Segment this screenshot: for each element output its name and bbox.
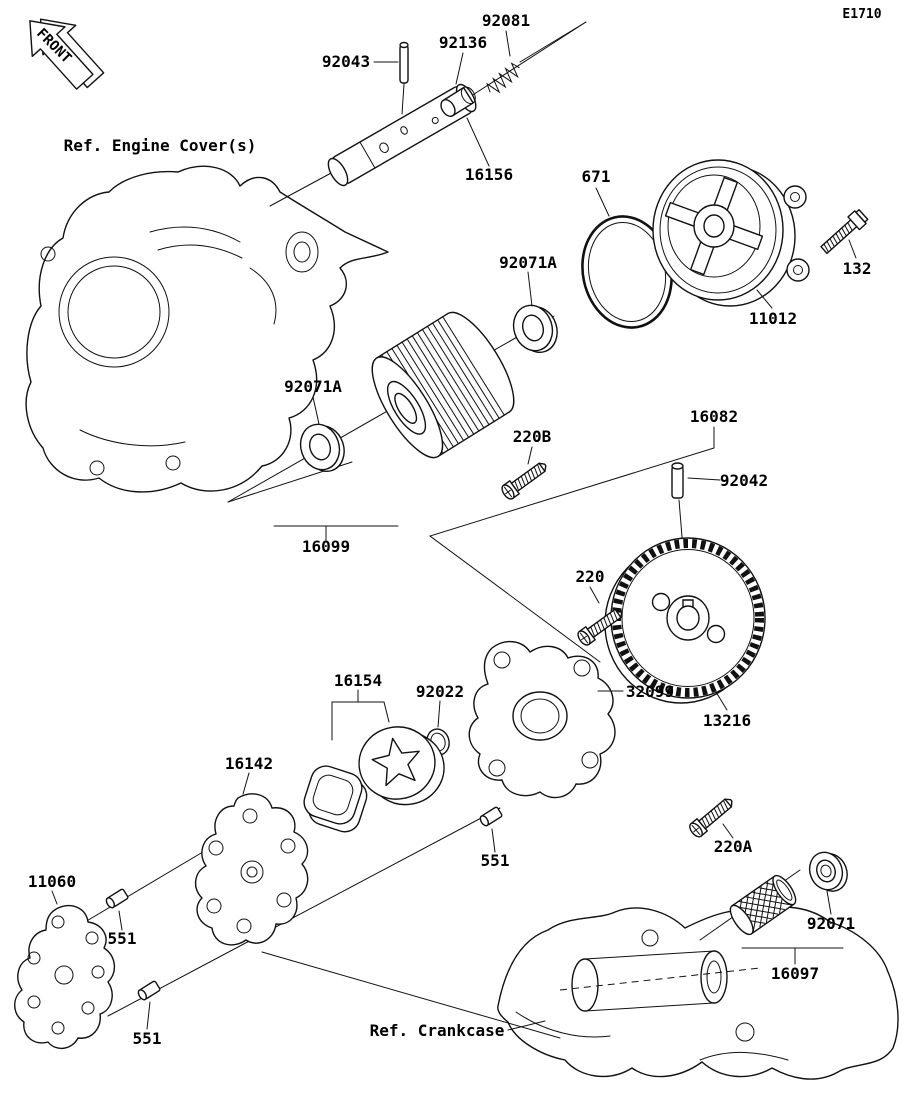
front-arrow: FRONT	[29, 18, 105, 90]
dowel-pin-92042	[671, 462, 684, 499]
pan-screw-220b	[501, 462, 547, 500]
filter-washer-upper	[512, 304, 558, 353]
shaft-pin	[399, 41, 409, 84]
part-label-92071a-lower: 92071A	[284, 377, 342, 396]
hex-bolt	[820, 209, 869, 255]
drawing-code: E1710	[842, 7, 881, 22]
part-label-16097: 16097	[771, 964, 819, 983]
part-label-32099: 32099	[626, 682, 674, 701]
filter-washer-lower	[299, 423, 345, 472]
relief-spring	[486, 62, 520, 94]
part-label-16082: 16082	[690, 407, 738, 426]
inner-rotor	[303, 765, 368, 833]
part-label-11012: 11012	[749, 309, 797, 328]
part-label-220a: 220A	[714, 837, 753, 856]
part-label-92081: 92081	[482, 11, 530, 30]
part-label-92136: 92136	[439, 33, 487, 52]
ref-crankcase-label: Ref. Crankcase	[370, 1021, 505, 1040]
strainer-seal	[808, 851, 848, 892]
pan-screw-220	[577, 608, 623, 646]
oil-strainer	[729, 874, 797, 936]
part-labels: E1710 Ref. Engine Cover(s) Ref. Crankcas…	[28, 7, 882, 1048]
shaft-collar	[440, 86, 476, 117]
oil-pump-gear	[604, 537, 766, 704]
part-label-220: 220	[576, 567, 605, 586]
cover-plate	[14, 904, 115, 1049]
part-label-551-b: 551	[133, 1029, 162, 1048]
outer-rotor	[358, 726, 445, 806]
part-label-671: 671	[582, 167, 611, 186]
part-label-92043: 92043	[322, 52, 370, 71]
part-label-132: 132	[843, 259, 872, 278]
leader-lines	[51, 30, 857, 1031]
pump-body	[468, 641, 616, 799]
ref-engine-cover-label: Ref. Engine Cover(s)	[64, 136, 257, 155]
part-label-11060: 11060	[28, 872, 76, 891]
engine-cover-drawing	[25, 165, 389, 493]
part-label-92022: 92022	[416, 682, 464, 701]
oil-filter-element	[371, 311, 515, 459]
dowel-pin-551-c	[479, 806, 503, 827]
part-label-16099: 16099	[302, 537, 350, 556]
pan-screw-220a	[689, 798, 733, 838]
part-label-92042: 92042	[720, 471, 768, 490]
part-label-16154: 16154	[334, 671, 382, 690]
part-label-16142: 16142	[225, 754, 273, 773]
part-label-92071a-upper: 92071A	[499, 253, 557, 272]
part-label-551-a: 551	[108, 929, 137, 948]
pump-rotor-cover	[652, 159, 810, 307]
part-label-92071: 92071	[807, 914, 855, 933]
part-label-13216: 13216	[703, 711, 751, 730]
part-label-220b: 220B	[513, 427, 552, 446]
part-label-551-c: 551	[481, 851, 510, 870]
dowel-pin-551-a	[105, 888, 129, 909]
pump-cover	[195, 793, 309, 946]
crankcase-drawing	[497, 906, 899, 1080]
dowel-pin-551-b	[137, 980, 161, 1001]
part-label-16156: 16156	[465, 165, 513, 184]
